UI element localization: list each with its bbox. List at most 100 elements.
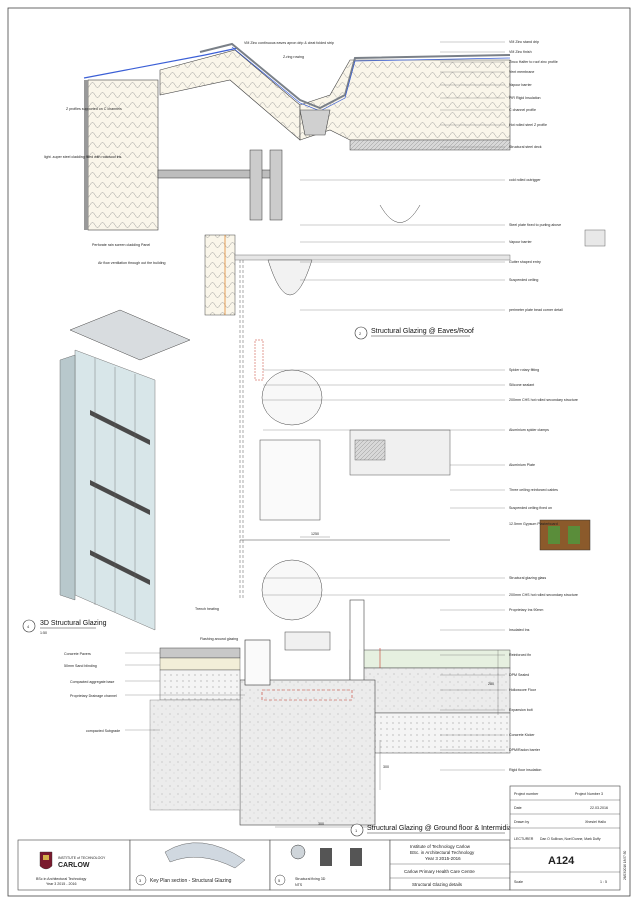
chs-column-lower	[261, 559, 323, 621]
sheet-title: Structural Glazing details	[412, 882, 463, 887]
label-right-33: Rigid floor insulation	[509, 768, 541, 772]
label-right-11: Vapour barrier	[509, 240, 533, 244]
leaders-mid	[263, 369, 505, 596]
label-right-7: Hot rolled steel Z profile	[509, 123, 547, 127]
label-right-15: Spider rotary fitting	[509, 368, 539, 372]
fascia-panel	[204, 234, 236, 316]
spider-fitting-highlight	[254, 339, 264, 381]
label-right-14: perimeter plate bead corner detail	[509, 308, 563, 312]
label-right-16: Silicone sealant	[509, 383, 534, 387]
inset-gutter-render	[584, 229, 606, 247]
label-right-17: 200mm CHS hot rolled secondary structure	[509, 398, 578, 402]
plan-number-circle	[135, 874, 147, 886]
label-right-31: Concrete Kicker	[509, 733, 535, 737]
fixing-number-circle	[274, 874, 286, 886]
label-right-3: Vent membrane	[509, 70, 534, 74]
fixing-title: Structural fixing 3D	[295, 877, 326, 881]
title-ground: 1 Structural Glazing @ Ground floor & In…	[350, 823, 534, 837]
project-name: Carlow Primary Health Care Centre	[404, 869, 475, 874]
ground-detail	[149, 599, 511, 826]
date-label: Date	[514, 806, 522, 810]
detail-number: 1	[355, 828, 358, 833]
trench-heater	[284, 631, 331, 651]
detail-title: Structural Glazing @ Ground floor & Inte…	[367, 825, 534, 832]
crest-detail	[43, 855, 49, 860]
label-subgrade: compacted Subgrade	[86, 729, 120, 733]
detail-number-circle	[22, 619, 36, 633]
drawn-by-value: Xhesiel Hallo	[585, 820, 606, 824]
project-number-label: Project number	[514, 792, 539, 796]
lecturer-value: Dan O Sullivan, Noel Dunne, Mark Duffy	[540, 837, 601, 841]
fixing-scale: NTS	[295, 883, 303, 887]
plan-title: Key Plan section - Structural Glazing	[150, 878, 232, 884]
project-number-value: Project Number 3	[575, 792, 603, 796]
glass-return	[59, 354, 76, 601]
detail-title: Structural Glazing @ Eaves/Roof	[371, 328, 474, 335]
label-right-30: Expansion bolt	[509, 708, 533, 712]
ceiling-pendant	[379, 204, 421, 223]
label-right-25: Proprietary Ins 90mm	[509, 608, 543, 612]
fixing-bracket-2	[350, 848, 362, 866]
dpm-line	[261, 689, 353, 701]
steel-column-top-2	[269, 149, 283, 221]
title-block: INSTITUTE of TECHNOLOGY CARLOW BSc in Ar…	[17, 785, 627, 891]
floor-screed	[349, 649, 511, 669]
fixing-bracket	[320, 848, 332, 866]
label-right-6: C channel profile	[509, 108, 536, 112]
glazing-3d-view	[59, 309, 191, 631]
label-pavers: Concrete Pavers	[64, 652, 91, 656]
logo-text-institute: INSTITUTE of TECHNOLOGY	[58, 856, 106, 860]
detail-number-circle	[350, 823, 364, 837]
label-right-26: Insulated Ins	[509, 628, 530, 632]
detail-number-circle	[354, 326, 368, 340]
label-perforated-cladding: Perforate rain screen cladding Panel	[92, 243, 150, 247]
roof-insulation-left	[159, 49, 301, 141]
leaders-ground	[125, 609, 505, 771]
dim-300-b: 300	[383, 765, 389, 769]
dimension-text: 1250 300 300 280	[311, 532, 494, 826]
fixing-render-icon	[290, 844, 306, 860]
label-right-10: Steel plate fixed to purling above	[509, 223, 561, 227]
label-right-29: Hollowcore Floor	[509, 688, 537, 692]
title-eaves: 2 Structural Glazing @ Eaves/Roof	[354, 326, 474, 340]
labels-top-left: Z profiles supported on C channels light…	[44, 107, 122, 159]
sheet-border	[7, 7, 631, 897]
side-code: 26/03/2016 18:57:50	[623, 851, 627, 880]
rainscreen-cladding	[84, 80, 88, 230]
college-line-1: Institute of Technology Carlow	[410, 844, 471, 849]
secondary-structure	[259, 439, 321, 521]
label-flashing: Flashing around glazing	[200, 637, 238, 641]
chs-column-section	[261, 369, 323, 426]
sand-blinding	[159, 657, 241, 671]
labels-lower-left: Concrete Pavers 50mm Sand blinding Compa…	[64, 652, 120, 733]
label-zinc-eaves-apron: VM Zinc continuous eaves apron drip & cl…	[244, 41, 334, 45]
aggregate-base	[159, 669, 241, 701]
label-right-18: Aluminium spider clamps	[509, 428, 549, 432]
roof-canopy	[69, 309, 191, 361]
title-3d: 4 3D Structural Glazing 1:50	[22, 619, 107, 635]
hollowcore-floor	[349, 667, 511, 714]
fixing-number: 5	[278, 878, 281, 883]
label-right-2: Zinco Halfer to roof zinc profile	[509, 60, 558, 64]
render-insert	[548, 526, 560, 544]
label-right-13: Suspended ceiling	[509, 278, 538, 282]
logo-word: CARLOW	[58, 862, 90, 869]
label-z-profiles: Z profiles supported on C channels	[66, 107, 122, 111]
compacted-fill	[349, 712, 511, 754]
membrane-line	[83, 47, 239, 79]
steel-column-top	[249, 149, 263, 221]
course-line-1: BSc in Architectural Technology	[36, 877, 86, 881]
labels-top-center: VM Zinc continuous eaves apron drip & cl…	[244, 41, 334, 59]
concrete-pavers	[159, 647, 241, 659]
gutter	[299, 109, 331, 136]
dim-280: 280	[488, 682, 494, 686]
scale-label: Scale	[514, 880, 523, 884]
label-light-cladding: light -super steel cladding filled with …	[44, 155, 122, 159]
label-right-20: Three ceiling reinforced cables	[509, 488, 558, 492]
suspended-ceiling-top	[234, 254, 511, 261]
label-right-12: Gutter shaped entry	[509, 260, 541, 264]
eaves-detail	[83, 42, 606, 316]
project-panel	[389, 839, 511, 891]
glazing-mid	[239, 260, 591, 621]
